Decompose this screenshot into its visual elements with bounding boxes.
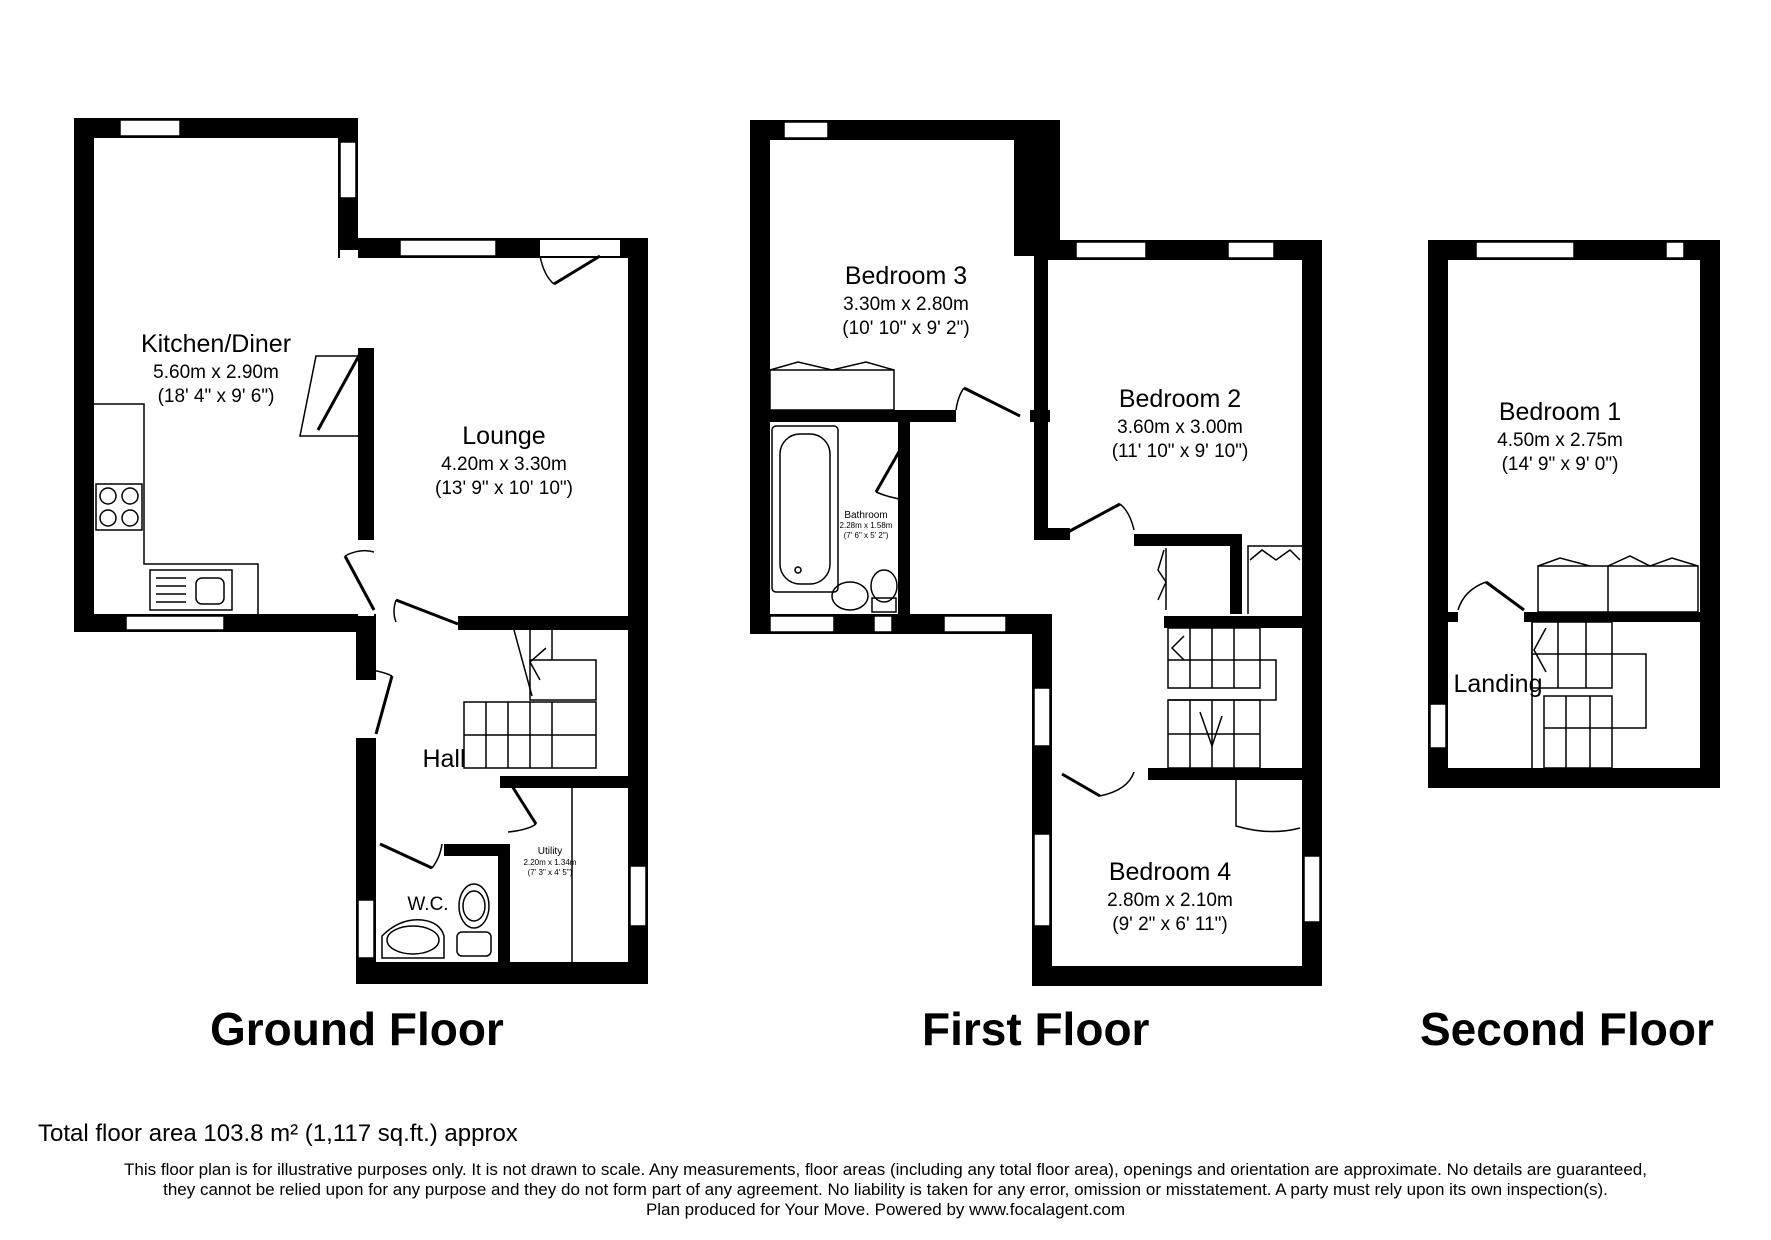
ground-floor-plan xyxy=(74,118,648,984)
bedroom-3-label: Bedroom 3 xyxy=(845,262,967,290)
utility-imperial: (7' 3" x 4' 5") xyxy=(528,868,573,877)
bathroom-metric: 2.28m x 1.58m xyxy=(840,521,893,530)
ground-floor-fixtures xyxy=(94,254,601,962)
disclaimer-line: This floor plan is for illustrative purp… xyxy=(124,1160,1647,1179)
bedroom-4-metric: 2.80m x 2.10m xyxy=(1107,890,1233,911)
bedroom-1-imperial: (14' 9" x 9' 0") xyxy=(1502,454,1619,475)
second-floor-title: Second Floor xyxy=(1420,1003,1714,1055)
bedroom-2-label: Bedroom 2 xyxy=(1119,385,1241,413)
bedroom-1-metric: 4.50m x 2.75m xyxy=(1497,430,1623,451)
bedroom-4-label: Bedroom 4 xyxy=(1109,858,1231,886)
bedroom-3-imperial: (10' 10" x 9' 2") xyxy=(842,318,969,339)
ground-floor-title: Ground Floor xyxy=(210,1003,504,1055)
total-floor-area: Total floor area 103.8 m² (1,117 sq.ft.)… xyxy=(38,1120,518,1147)
bedroom-2-metric: 3.60m x 3.00m xyxy=(1117,417,1243,438)
second-floor-labels: Bedroom 1 4.50m x 2.75m (14' 9" x 9' 0")… xyxy=(1454,398,1623,698)
first-floor-fixtures xyxy=(769,361,1302,833)
bedroom-4-imperial: (9' 2" x 6' 11") xyxy=(1112,914,1227,935)
bedroom-3-metric: 3.30m x 2.80m xyxy=(843,294,969,315)
kitchen-diner-label: Kitchen/Diner xyxy=(141,330,291,358)
landing-label: Landing xyxy=(1454,670,1543,698)
first-floor-title: First Floor xyxy=(922,1003,1150,1055)
utility-label: Utility xyxy=(538,846,562,857)
lounge-metric: 4.20m x 3.30m xyxy=(441,454,567,475)
ground-floor-labels: Kitchen/Diner 5.60m x 2.90m (18' 4" x 9'… xyxy=(141,330,577,915)
bathroom-imperial: (7' 6" x 5' 2") xyxy=(844,531,889,540)
second-floor-fixtures xyxy=(1457,555,1699,769)
kitchen-diner-metric: 5.60m x 2.90m xyxy=(153,362,279,383)
first-floor-labels: Bedroom 3 3.30m x 2.80m (10' 10" x 9' 2"… xyxy=(840,262,1249,935)
second-floor-plan xyxy=(1428,240,1720,788)
disclaimer-credit: Plan produced for Your Move. Powered by … xyxy=(645,1200,1126,1219)
utility-metric: 2.20m x 1.34m xyxy=(524,858,577,867)
first-floor-plan xyxy=(750,120,1322,986)
bedroom-1-label: Bedroom 1 xyxy=(1499,398,1621,426)
lounge-imperial: (13' 9" x 10' 10") xyxy=(435,478,573,499)
disclaimer: This floor plan is for illustrative purp… xyxy=(20,1160,1751,1220)
bathroom-label: Bathroom xyxy=(844,510,887,521)
kitchen-diner-imperial: (18' 4" x 9' 6") xyxy=(158,386,275,407)
bedroom-2-imperial: (11' 10" x 9' 10") xyxy=(1112,441,1249,462)
disclaimer-line: they cannot be relied upon for any purpo… xyxy=(163,1180,1608,1199)
lounge-label: Lounge xyxy=(462,422,545,450)
hall-label: Hall xyxy=(422,745,465,773)
wc-label: W.C. xyxy=(407,894,448,915)
